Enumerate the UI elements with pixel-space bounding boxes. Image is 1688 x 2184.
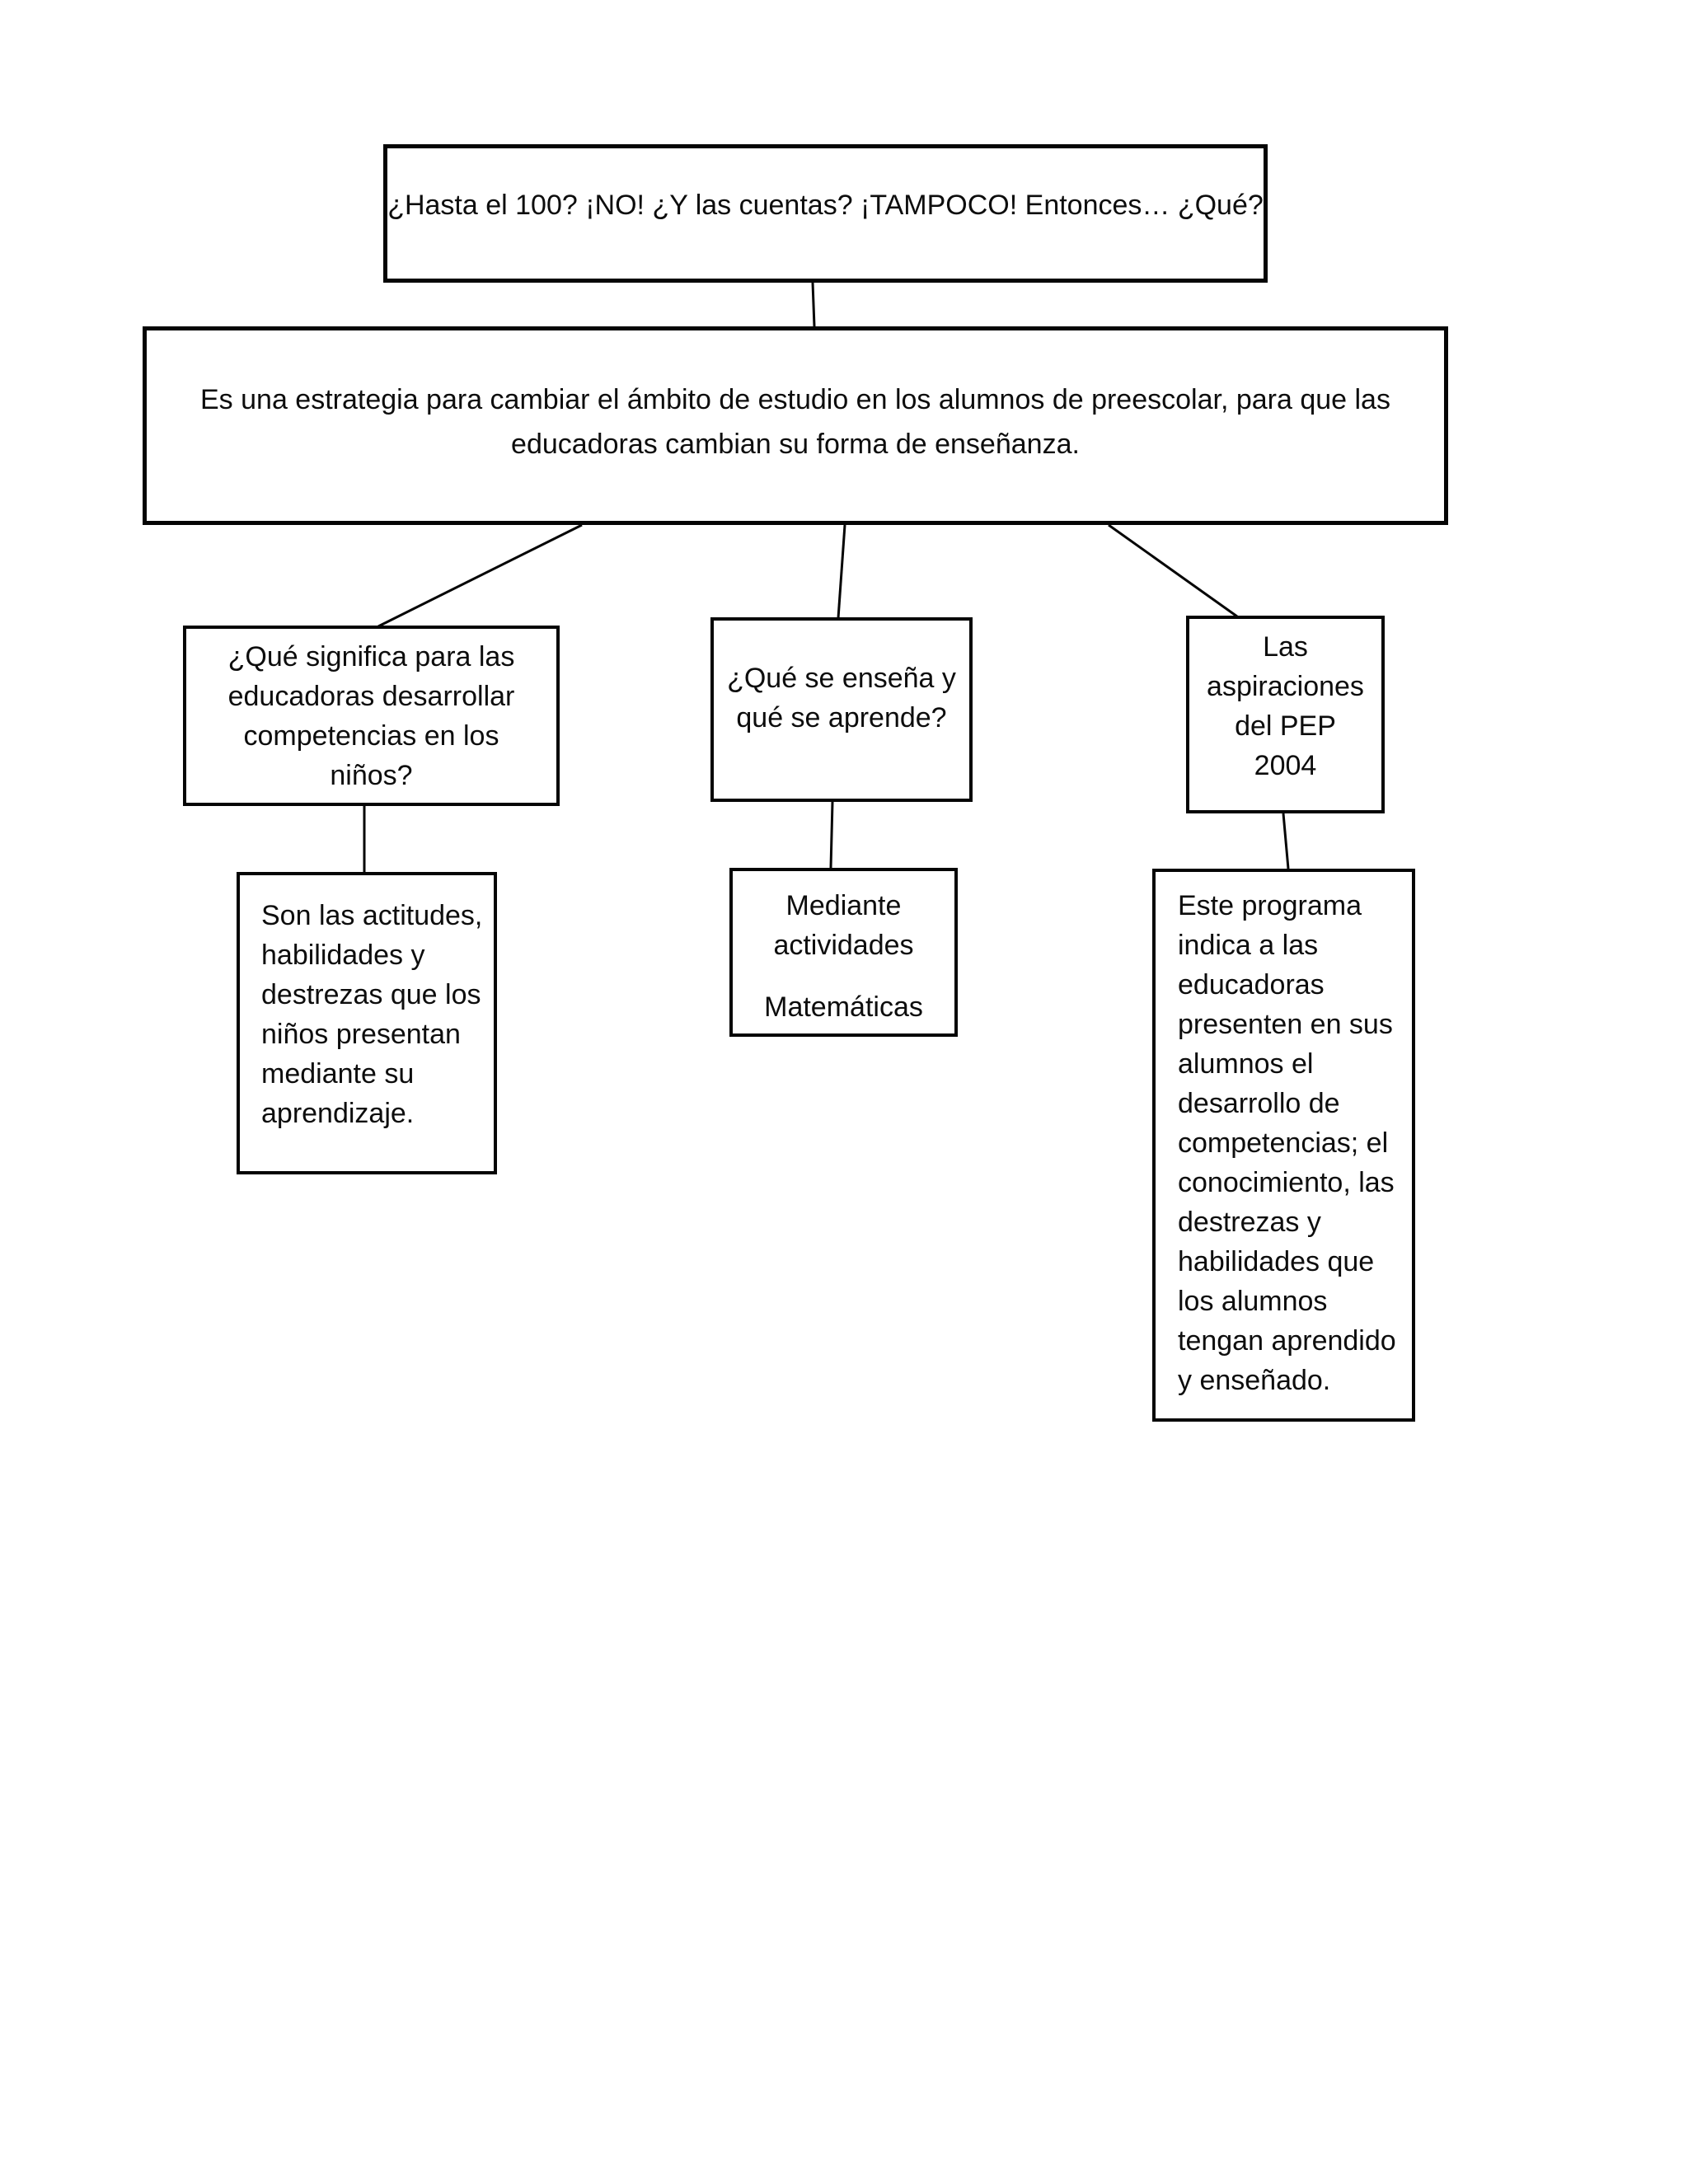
competencias-question-text: ¿Qué significa para las educadoras desar… xyxy=(227,640,515,791)
ensena-question-text: ¿Qué se enseña y qué se aprende? xyxy=(727,663,956,733)
actitudes-answer-text: Son las actitudes, habilidades y destrez… xyxy=(261,900,483,1129)
ensena-question-box: ¿Qué se enseña y qué se aprende? xyxy=(710,617,973,802)
connector-line xyxy=(811,282,816,327)
root-question-box: ¿Hasta el 100? ¡NO! ¿Y las cuentas? ¡TAM… xyxy=(383,144,1268,283)
programa-answer-text: Este programa indica a las educadoras pr… xyxy=(1178,890,1396,1396)
competencias-question-box: ¿Qué significa para las educadoras desar… xyxy=(183,626,560,806)
strategy-text: Es una estrategia para cambiar el ámbito… xyxy=(200,383,1390,460)
connector-line xyxy=(837,524,846,619)
strategy-box: Es una estrategia para cambiar el ámbito… xyxy=(143,326,1448,525)
connector-line xyxy=(829,801,834,869)
actividades-answer-box: Mediante actividades Matemáticas xyxy=(729,868,958,1037)
actividades-answer-line1: Mediante actividades xyxy=(773,890,914,961)
pep-aspirations-text: Las aspiraciones del PEP 2004 xyxy=(1207,631,1364,781)
connector-line xyxy=(1282,813,1290,869)
connector-line xyxy=(1108,523,1238,618)
connector-line xyxy=(377,523,583,628)
actitudes-answer-box: Son las actitudes, habilidades y destrez… xyxy=(237,872,497,1174)
root-question-text: ¿Hasta el 100? ¡NO! ¿Y las cuentas? ¡TAM… xyxy=(387,190,1264,221)
actividades-answer-line2: Matemáticas xyxy=(764,991,923,1023)
pep-aspirations-box: Las aspiraciones del PEP 2004 xyxy=(1186,616,1385,813)
programa-answer-box: Este programa indica a las educadoras pr… xyxy=(1152,869,1415,1422)
